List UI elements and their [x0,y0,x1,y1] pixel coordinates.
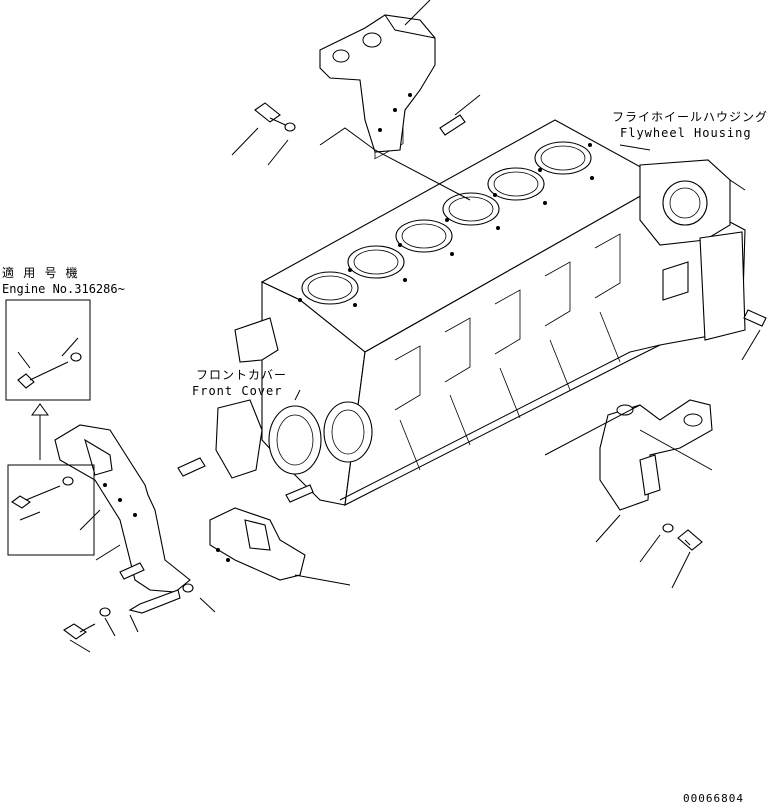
cylinder-block [215,107,746,506]
front-mount-bracket [54,424,314,593]
front-cover-label-jp: フロントカバー [196,368,288,382]
top-mount-bracket [254,14,466,153]
flywheel-housing [639,159,746,341]
applicable-serial-label-en: Engine No.316286~ [2,282,125,296]
flywheel-housing-label-jp: フライホイールハウジング [612,110,769,124]
bolts-and-washers [11,352,194,640]
figure-number: 00066804 [683,792,744,805]
right-mount-bracket [599,309,767,551]
inset-box [5,299,95,556]
leader-lines [17,0,761,653]
front-cover-label-en: Front Cover [192,384,283,398]
flywheel-housing-label-en: Flywheel Housing [620,126,752,140]
applicable-serial-label-jp: 適 用 号 機 [2,266,79,280]
